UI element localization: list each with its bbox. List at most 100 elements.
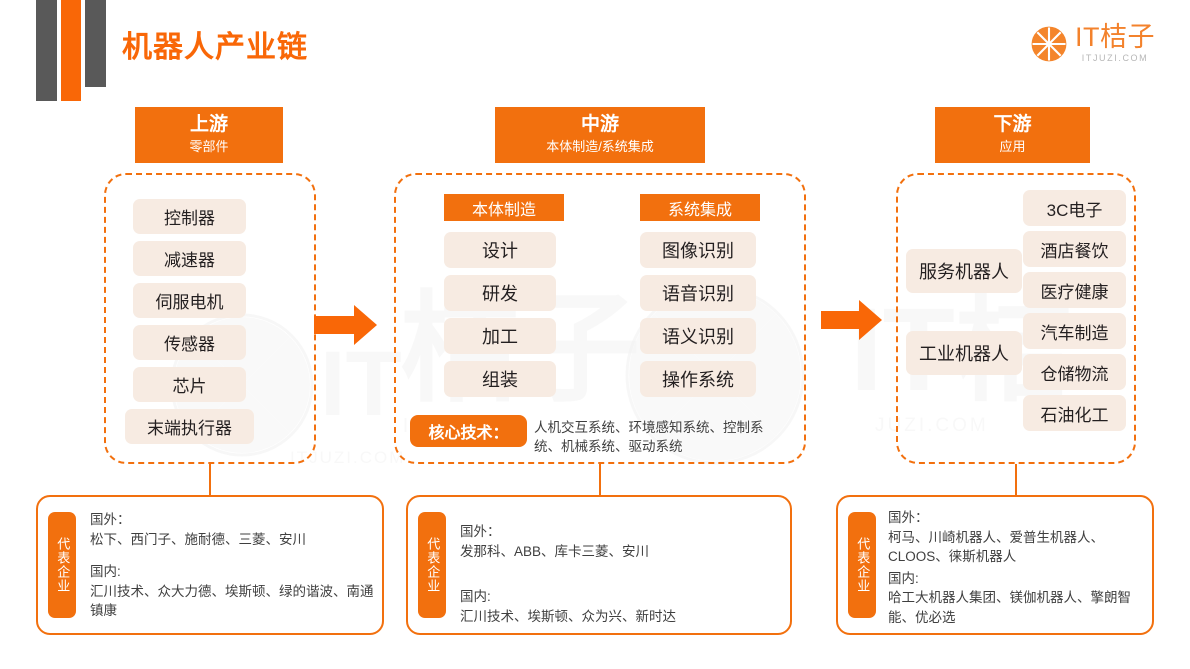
company-group-label: 国外：	[888, 510, 929, 525]
connector-midstream	[599, 464, 601, 495]
downstream-category-1[interactable]: 工业机器人	[906, 331, 1022, 375]
company-group: 国外： 发那科、ABB、库卡三菱、安川	[460, 522, 780, 561]
tag-label: 代表企业	[855, 537, 871, 593]
item-label: 减速器	[164, 251, 215, 270]
item-label: 工业机器人	[919, 344, 1009, 364]
upstream-companies-box	[36, 495, 384, 635]
header-accent-bar-gray-left	[36, 0, 57, 101]
downstream-app-2[interactable]: 医疗健康	[1023, 272, 1126, 308]
company-group-value: 发那科、ABB、库卡三菱、安川	[460, 543, 650, 559]
midstream-container	[394, 173, 806, 464]
arrow-midstream-to-downstream	[821, 300, 883, 345]
midstream-mfg-item-0[interactable]: 设计	[444, 232, 556, 268]
downstream-companies-tag: 代表企业	[848, 512, 876, 618]
stage-subtitle: 零部件	[189, 138, 229, 154]
upstream-item-1[interactable]: 减速器	[133, 241, 246, 276]
item-label: 传感器	[164, 335, 215, 354]
midstream-int-item-0[interactable]: 图像识别	[640, 232, 756, 268]
logo-name: IT桔子	[1075, 22, 1155, 52]
company-group-value: 松下、西门子、施耐德、三菱、安川	[90, 531, 306, 547]
downstream-app-3[interactable]: 汽车制造	[1023, 313, 1126, 349]
stage-header-midstream: 中游 本体制造/系统集成	[495, 107, 705, 164]
stage-title: 上游	[189, 114, 228, 135]
header-accent-bar-gray-right	[85, 0, 106, 87]
item-label: 图像识别	[662, 241, 734, 261]
item-label: 酒店餐饮	[1040, 241, 1109, 261]
company-group-label: 国内:	[90, 564, 121, 580]
downstream-app-5[interactable]: 石油化工	[1023, 395, 1126, 431]
item-label: 加工	[482, 327, 518, 347]
midstream-subhead-integration: 系统集成	[640, 194, 760, 221]
tag-label: 代表企业	[425, 537, 441, 593]
item-label: 设计	[482, 241, 518, 261]
upstream-item-3[interactable]: 传感器	[133, 325, 246, 360]
logo-url: ITJUZI.COM	[1081, 53, 1149, 63]
core-tech-tag: 核心技术：	[410, 415, 527, 447]
downstream-app-0[interactable]: 3C电子	[1023, 190, 1126, 226]
midstream-companies-text: 国外： 发那科、ABB、库卡三菱、安川 国内: 汇川技术、埃斯顿、众为兴、新时达	[460, 522, 780, 626]
orange-slice-icon	[1029, 24, 1069, 63]
midstream-int-item-3[interactable]: 操作系统	[640, 361, 756, 397]
item-label: 语音识别	[662, 284, 734, 304]
midstream-companies-box	[406, 495, 792, 635]
core-tech-text: 人机交互系统、环境感知系统、控制系统、机械系统、驱动系统	[534, 420, 764, 455]
stage-header-downstream: 下游 应用	[935, 107, 1090, 164]
upstream-companies-tag: 代表企业	[48, 512, 76, 618]
stage-title: 中游	[580, 114, 619, 135]
midstream-mfg-item-1[interactable]: 研发	[444, 275, 556, 311]
downstream-app-4[interactable]: 仓储物流	[1023, 354, 1126, 390]
item-label: 仓储物流	[1040, 364, 1109, 384]
company-group-label: 国外：	[460, 524, 501, 539]
subhead-label: 本体制造	[471, 201, 536, 219]
midstream-mfg-item-2[interactable]: 加工	[444, 318, 556, 354]
company-group: 国外： 柯马、川崎机器人、爱普生机器人、CLOOS、徕斯机器人	[888, 508, 1146, 567]
tag-label: 代表企业	[55, 537, 71, 593]
item-label: 3C电子	[1046, 200, 1103, 220]
subhead-label: 系统集成	[667, 201, 732, 219]
company-group-label: 国内:	[888, 570, 919, 586]
upstream-companies-text: 国外： 松下、西门子、施耐德、三菱、安川 国内: 汇川技术、众大力德、埃斯顿、绿…	[90, 510, 374, 621]
upstream-item-4[interactable]: 芯片	[133, 367, 246, 402]
company-group: 国内: 汇川技术、埃斯顿、众为兴、新时达	[460, 587, 780, 626]
company-group: 国外： 松下、西门子、施耐德、三菱、安川	[90, 510, 374, 549]
header-accent-bar-orange	[61, 0, 81, 101]
stage-subtitle: 应用	[999, 138, 1026, 154]
item-label: 组装	[482, 370, 518, 390]
stage-header-upstream: 上游 零部件	[135, 107, 283, 164]
item-label: 语义识别	[662, 327, 734, 347]
midstream-companies-tag: 代表企业	[418, 512, 446, 618]
company-group-value: 汇川技术、众大力德、埃斯顿、绿的谐波、南通镇康	[90, 583, 374, 619]
item-label: 末端执行器	[147, 419, 232, 438]
item-label: 医疗健康	[1040, 282, 1109, 302]
downstream-container	[896, 173, 1136, 464]
midstream-mfg-item-3[interactable]: 组装	[444, 361, 556, 397]
connector-downstream	[1015, 464, 1017, 495]
core-tech-label: 核心技术：	[428, 425, 509, 442]
downstream-companies-box	[836, 495, 1154, 635]
item-label: 石油化工	[1040, 405, 1109, 425]
company-group-label: 国内:	[460, 589, 491, 605]
page-title: 机器人产业链	[122, 31, 308, 64]
upstream-item-0[interactable]: 控制器	[133, 199, 246, 234]
brand-logo: IT桔子 ITJUZI.COM	[1029, 22, 1155, 63]
midstream-int-item-2[interactable]: 语义识别	[640, 318, 756, 354]
midstream-int-item-1[interactable]: 语音识别	[640, 275, 756, 311]
stage-title: 下游	[993, 114, 1032, 135]
company-group-value: 哈工大机器人集团、镁伽机器人、擎朗智能、优必选	[888, 590, 1131, 625]
company-group: 国内: 哈工大机器人集团、镁伽机器人、擎朗智能、优必选	[888, 569, 1146, 628]
connector-upstream	[209, 464, 211, 495]
upstream-item-5[interactable]: 末端执行器	[125, 409, 254, 444]
company-group-value: 汇川技术、埃斯顿、众为兴、新时达	[460, 608, 676, 624]
item-label: 服务机器人	[919, 262, 1009, 282]
downstream-companies-text: 国外： 柯马、川崎机器人、爱普生机器人、CLOOS、徕斯机器人 国内: 哈工大机…	[888, 508, 1146, 627]
company-group-label: 国外：	[90, 512, 131, 527]
upstream-item-2[interactable]: 伺服电机	[133, 283, 246, 318]
company-group: 国内: 汇川技术、众大力德、埃斯顿、绿的谐波、南通镇康	[90, 562, 374, 621]
item-label: 伺服电机	[155, 293, 224, 312]
item-label: 操作系统	[662, 370, 734, 390]
downstream-category-0[interactable]: 服务机器人	[906, 249, 1022, 293]
item-label: 芯片	[172, 377, 207, 396]
company-group-value: 柯马、川崎机器人、爱普生机器人、CLOOS、徕斯机器人	[888, 529, 1104, 565]
downstream-app-1[interactable]: 酒店餐饮	[1023, 231, 1126, 267]
